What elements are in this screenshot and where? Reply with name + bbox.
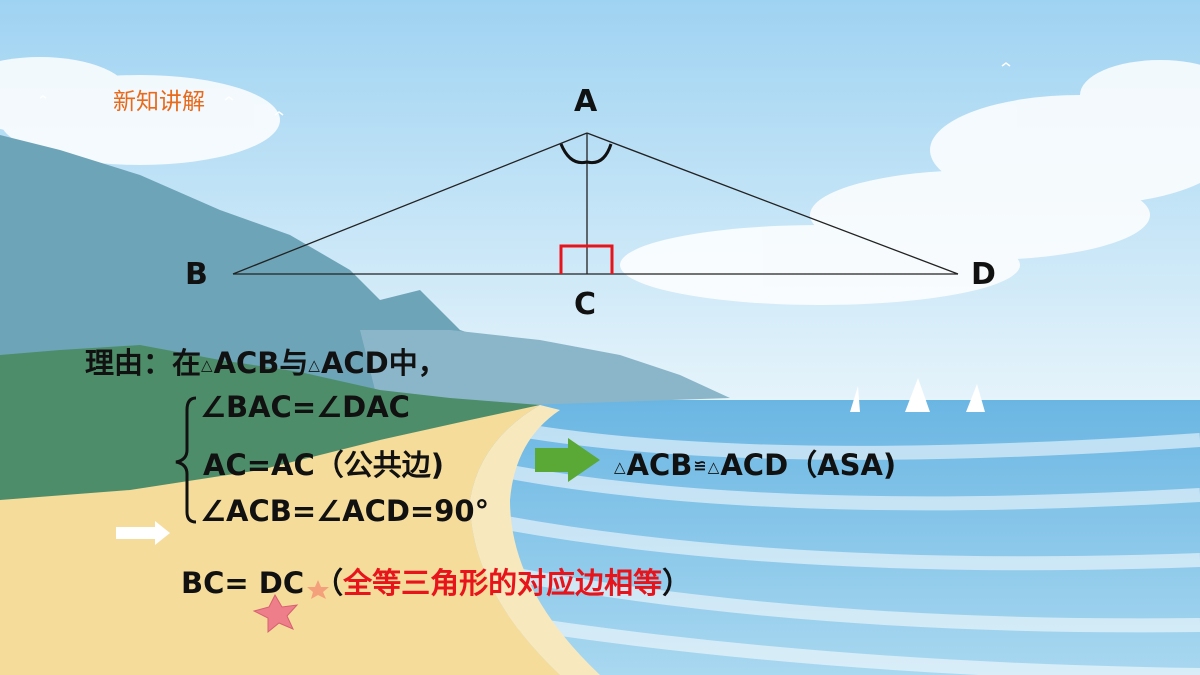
triangle-symbol: △ — [201, 356, 213, 374]
conclusion-main: BC= DC — [181, 566, 305, 600]
conclusion-open-paren: （ — [314, 566, 344, 600]
vertex-label-b: B — [185, 257, 208, 292]
condition-right-angle: ∠ACB=∠ACD=90° — [200, 494, 490, 528]
green-hill — [0, 345, 540, 505]
conclusion: BC= DC （全等三角形的对应边相等） — [181, 560, 691, 602]
birds — [39, 62, 1011, 116]
segment-AD — [586, 132, 959, 275]
triangle-symbol: △ — [308, 356, 320, 374]
left-brace — [175, 396, 197, 524]
mountain-distant — [360, 330, 730, 410]
vertex-label-c: C — [574, 287, 597, 322]
intro-prefix: 理由：在 — [85, 346, 202, 380]
vertex-label-a: A — [574, 84, 598, 119]
sailboats — [850, 378, 985, 412]
condition-side: AC=AC（公共边) — [203, 448, 445, 482]
intro-tri1: ACB与 — [213, 346, 309, 380]
wet-sand — [470, 405, 600, 675]
sand-beach — [0, 405, 560, 675]
result-tri2: ACD（ASA) — [720, 448, 897, 482]
arrow-right-icon — [116, 521, 170, 545]
conclusion-close-paren: ） — [662, 566, 692, 600]
waves — [488, 423, 1200, 675]
triangle-symbol: △ — [614, 458, 626, 476]
congruence-result: △ACB≌△ACD（ASA) — [614, 442, 896, 484]
vertex-label-d: D — [971, 257, 996, 292]
conclusion-reason: 全等三角形的对应边相等 — [343, 566, 663, 600]
angle-arc-DAC — [586, 143, 613, 165]
section-title: 新知讲解 — [113, 89, 205, 115]
congruent-symbol: ≌ — [693, 456, 707, 475]
right-angle-mark — [559, 244, 614, 274]
result-tri1: ACB — [626, 448, 693, 482]
proof-intro: 理由：在△ACB与△ACD中， — [85, 340, 447, 382]
clouds — [0, 57, 1200, 305]
condition-angle: ∠BAC=∠DAC — [200, 390, 410, 424]
arrow-right-icon — [535, 438, 600, 482]
starfish-icon — [252, 580, 329, 634]
segment-AB — [232, 132, 588, 275]
intro-tri2: ACD中， — [320, 346, 447, 380]
angle-arc-BAC — [559, 143, 588, 165]
triangle-symbol: △ — [707, 458, 720, 476]
